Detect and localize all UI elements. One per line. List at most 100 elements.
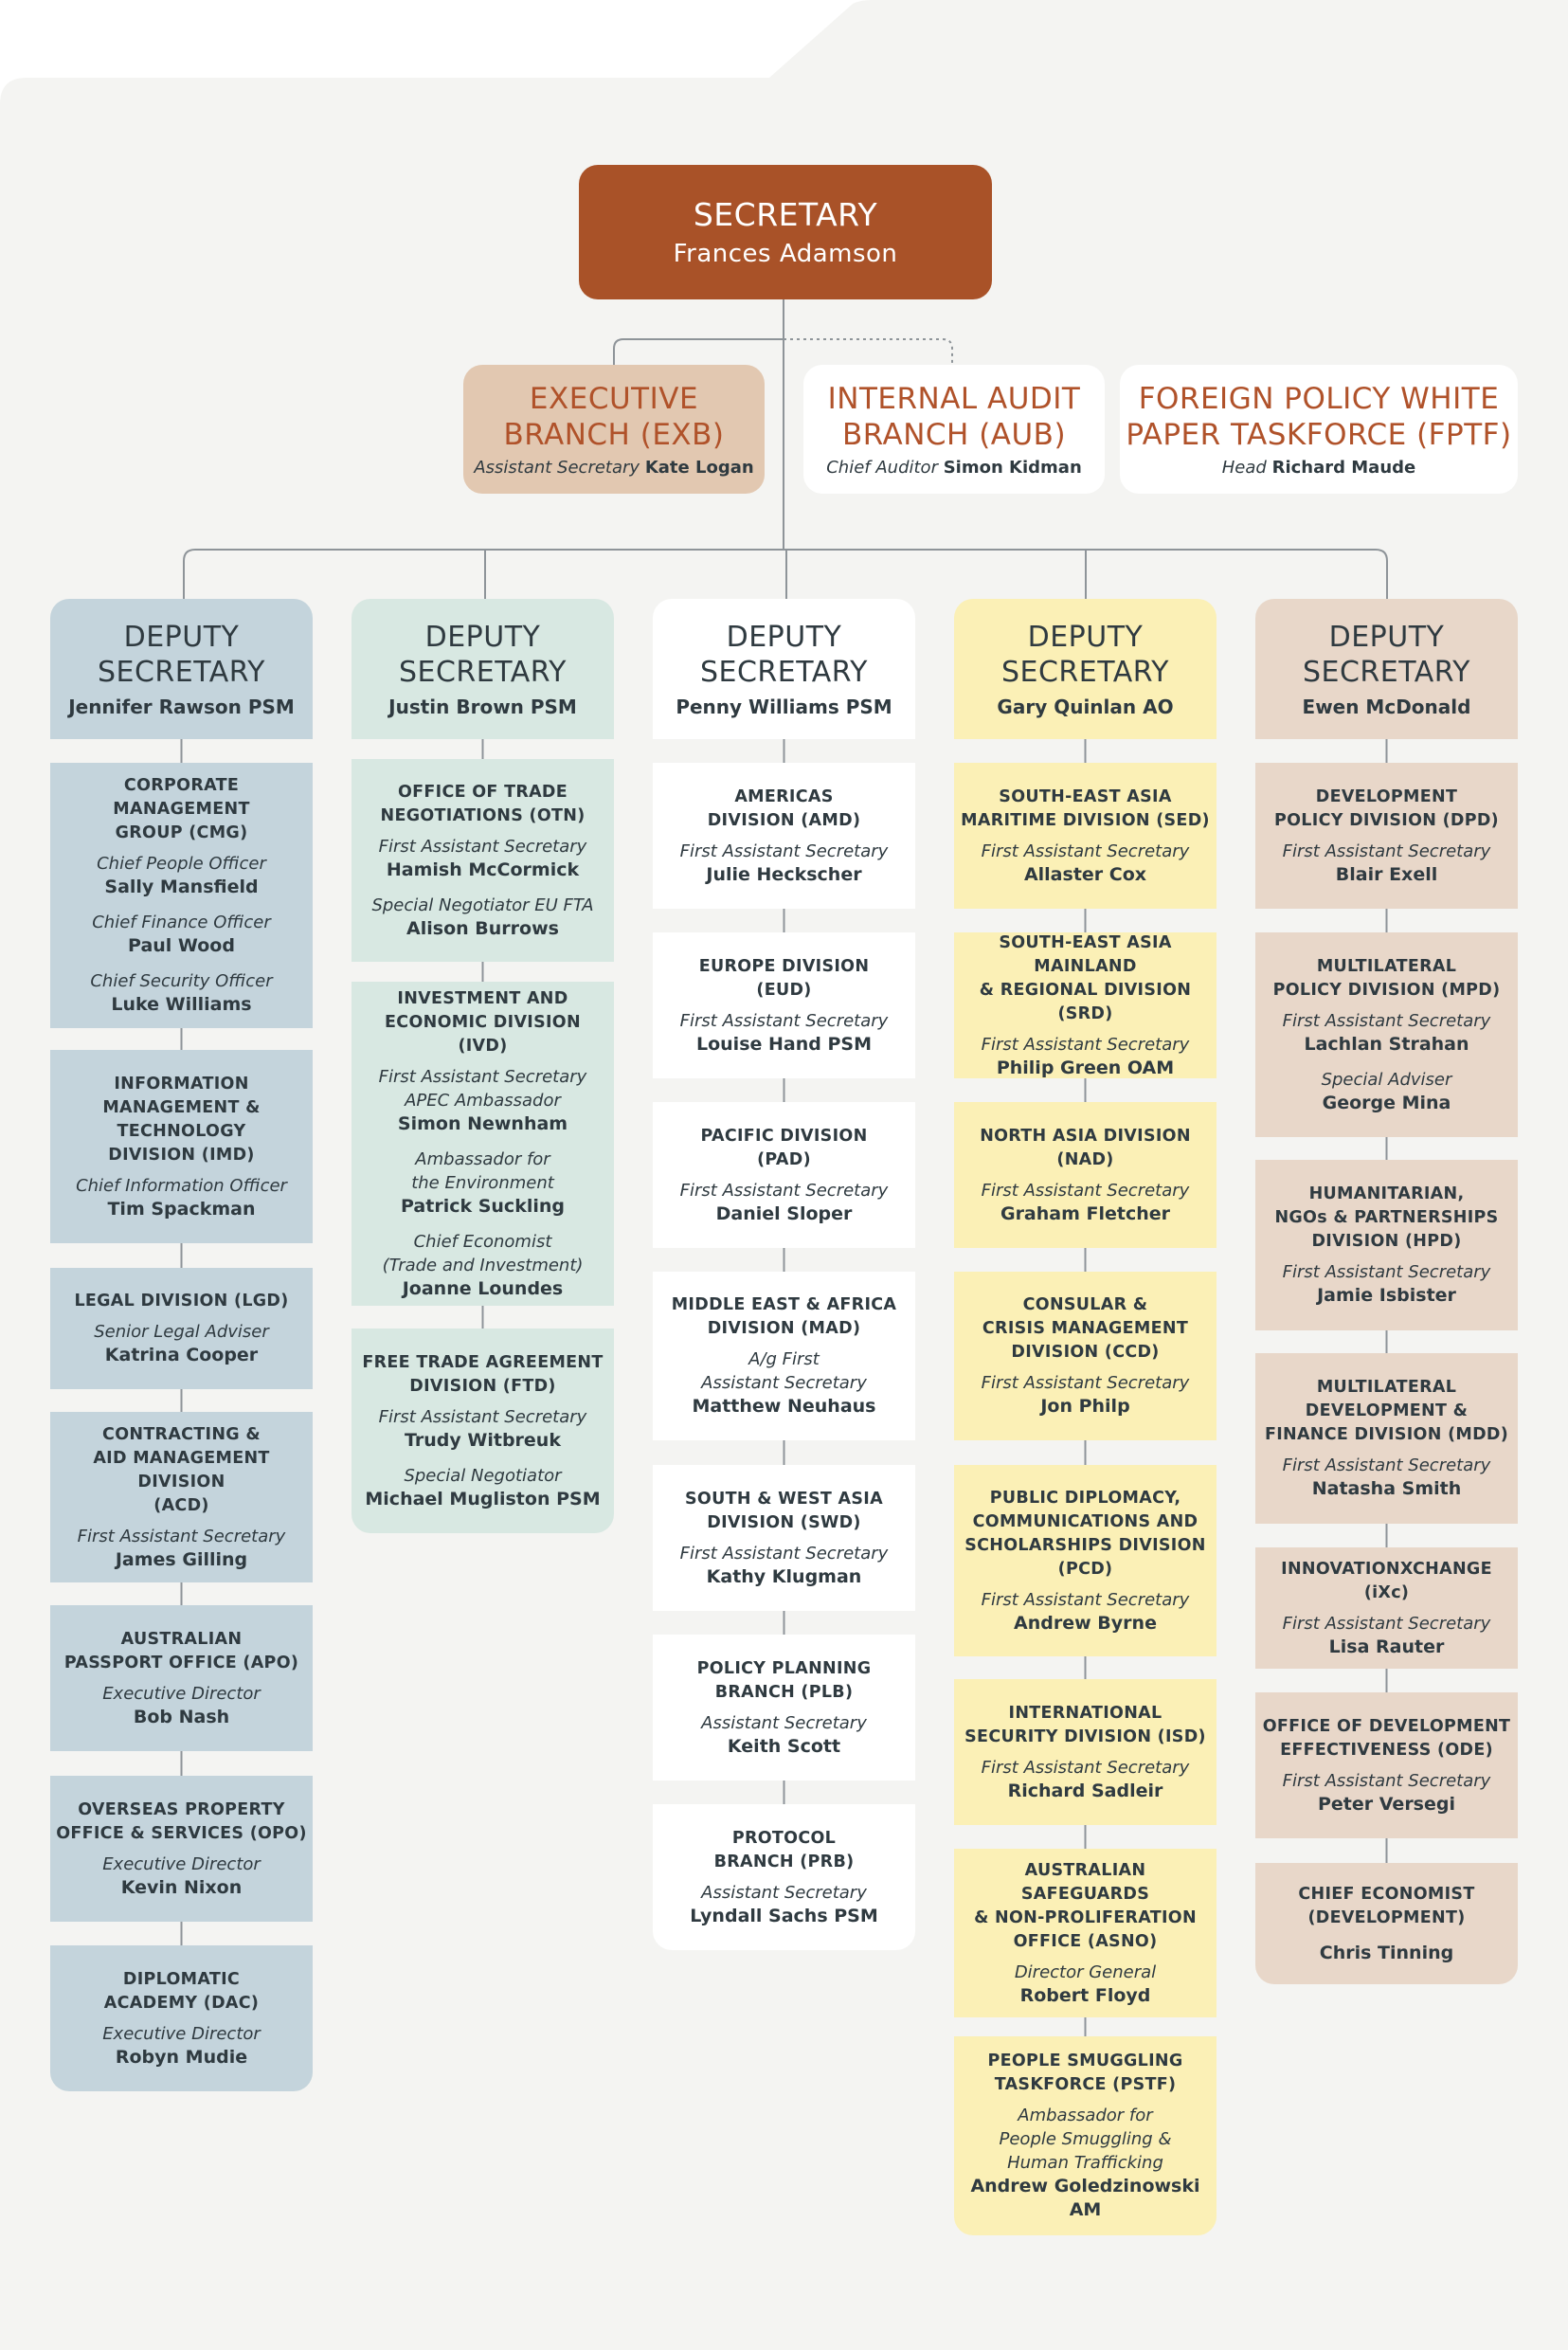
- unit-box-people-smuggling-taskforce-pstf: PEOPLE SMUGGLING TASKFORCE (PSTF) Ambassa…: [954, 2036, 1217, 2235]
- branch-title: FOREIGN POLICY WHITE PAPER TASKFORCE (FP…: [1126, 382, 1512, 452]
- person-name: Peter Versegi: [1318, 1793, 1455, 1815]
- person-name: Kathy Klugman: [706, 1565, 862, 1587]
- unit-box-consular-crisis-management-division-ccd: CONSULAR & CRISIS MANAGEMENT DIVISION (C…: [954, 1272, 1217, 1440]
- person-name: Tim Spackman: [107, 1198, 256, 1220]
- person-name: Keith Scott: [727, 1735, 841, 1757]
- unit-box-middle-east-africa-division-mad: MIDDLE EAST & AFRICA DIVISION (MAD) A/g F…: [653, 1272, 915, 1440]
- unit-title: PUBLIC DIPLOMACY, COMMUNICATIONS AND SCH…: [964, 1488, 1206, 1579]
- secretary-name: Frances Adamson: [673, 239, 898, 268]
- role-title: Assistant Secretary: [701, 1882, 867, 1903]
- role-title: Director General: [1014, 1961, 1157, 1982]
- branch-role: Assistant Secretary: [474, 458, 640, 478]
- role-title: First Assistant Secretary: [981, 841, 1190, 861]
- role-title: First Assistant Secretary: [77, 1526, 286, 1546]
- branch-person: Simon Kidman: [943, 458, 1082, 478]
- role-title: First Assistant Secretary: [679, 1543, 889, 1564]
- person-name: Trudy Witbreuk: [405, 1429, 561, 1451]
- role-title: Ambassador for People Smuggling & Human …: [999, 2106, 1172, 2173]
- role-title: Executive Director: [102, 1683, 261, 1704]
- deputy-title: DEPUTY SECRETARY: [1000, 621, 1169, 689]
- branch-person: Richard Maude: [1271, 458, 1416, 478]
- unit-title: INVESTMENT AND ECONOMIC DIVISION (IVD): [385, 988, 581, 1056]
- role-title: Special Negotiator EU FTA: [371, 895, 594, 915]
- person-name: Robyn Mudie: [115, 2046, 248, 2068]
- unit-box-development-policy-division-dpd: DEVELOPMENT POLICY DIVISION (DPD)First A…: [1255, 763, 1518, 909]
- person-name: Katrina Cooper: [104, 1345, 259, 1365]
- role-title: First Assistant Secretary: [1282, 1455, 1491, 1475]
- unit-box-policy-planning-branch-plb: POLICY PLANNING BRANCH (PLB) Assistant Se…: [653, 1635, 915, 1781]
- unit-title: NORTH ASIA DIVISION (NAD): [980, 1126, 1191, 1169]
- unit-title: DEVELOPMENT POLICY DIVISION (DPD): [1274, 786, 1499, 830]
- role-title: A/g First Assistant Secretary: [701, 1349, 867, 1393]
- unit-box-chief-economist-development: CHIEF ECONOMIST (DEVELOPMENT)Chris Tinni…: [1255, 1863, 1518, 1984]
- person-name: Allaster Cox: [1023, 863, 1147, 885]
- role-title: First Assistant Secretary: [981, 1180, 1190, 1201]
- unit-title: FREE TRADE AGREEMENT DIVISION (FTD): [362, 1352, 604, 1396]
- person-name: Paul Wood: [128, 935, 235, 956]
- deputy-title: DEPUTY SECRETARY: [398, 621, 567, 689]
- unit-box-public-diplomacy-communications-and-scho: PUBLIC DIPLOMACY, COMMUNICATIONS AND SCH…: [954, 1465, 1217, 1656]
- deputy-title: DEPUTY SECRETARY: [699, 621, 868, 689]
- role-title: Ambassador for the Environment: [411, 1148, 554, 1193]
- unit-title: MIDDLE EAST & AFRICA DIVISION (MAD): [671, 1295, 897, 1338]
- unit-title: POLICY PLANNING BRANCH (PLB): [696, 1658, 872, 1702]
- role-title: Chief People Officer: [97, 854, 266, 874]
- person-name: Richard Sadleir: [1007, 1780, 1163, 1801]
- unit-title: CORPORATE MANAGEMENT GROUP (CMG): [113, 776, 250, 842]
- unit-title: INTERNATIONAL SECURITY DIVISION (ISD): [964, 1703, 1206, 1746]
- unit-box-south-west-asia-division-swd: SOUTH & WEST ASIA DIVISION (SWD) First As…: [653, 1465, 915, 1611]
- unit-title: OVERSEAS PROPERTY OFFICE & SERVICES (OPO…: [56, 1799, 307, 1843]
- unit-box-australian-passport-office-apo: AUSTRALIAN PASSPORT OFFICE (APO)Executiv…: [50, 1605, 313, 1751]
- person-name: Chris Tinning: [1319, 1942, 1454, 1963]
- unit-title: PEOPLE SMUGGLING TASKFORCE (PSTF): [987, 2052, 1183, 2094]
- branch-role: Chief Auditor: [826, 458, 938, 478]
- unit-title: HUMANITARIAN, NGOs & PARTNERSHIPS DIVISI…: [1274, 1184, 1499, 1251]
- unit-title: SOUTH & WEST ASIA DIVISION (SWD): [685, 1489, 883, 1532]
- unit-box-diplomatic-academy-dac: DIPLOMATIC ACADEMY (DAC)Executive Direct…: [50, 1945, 313, 2091]
- person-name: Andrew Byrne: [1014, 1612, 1157, 1634]
- role-title: First Assistant Secretary: [981, 1373, 1190, 1393]
- branch-leader: Head Richard Maude: [1222, 458, 1415, 478]
- unit-title: OFFICE OF DEVELOPMENT EFFECTIVENESS (ODE…: [1262, 1716, 1511, 1760]
- person-name: Lyndall Sachs PSM: [690, 1905, 878, 1926]
- unit-box-americas-division-amd: AMERICAS DIVISION (AMD)First Assistant S…: [653, 763, 915, 909]
- branch-leader: Assistant Secretary Kate Logan: [474, 458, 753, 478]
- unit-title: AMERICAS DIVISION (AMD): [707, 786, 861, 830]
- unit-title: CONTRACTING & AID MANAGEMENT DIVISION (A…: [93, 1424, 270, 1515]
- role-title: First Assistant Secretary: [1282, 1262, 1491, 1282]
- person-name: Blair Exell: [1335, 863, 1438, 885]
- person-name: Julie Heckscher: [706, 863, 862, 885]
- unit-title: SOUTH-EAST ASIA MAINLAND & REGIONAL DIVI…: [979, 932, 1192, 1023]
- unit-title: PACIFIC DIVISION (PAD): [700, 1126, 868, 1169]
- unit-box-innovationxchange-ixc: INNOVATIONXCHANGE (iXc)First Assistant S…: [1255, 1547, 1518, 1669]
- person-name: Andrew Goledzinowski AM: [970, 2176, 1200, 2220]
- role-title: First Assistant Secretary: [679, 1010, 889, 1031]
- unit-title: OFFICE OF TRADE NEGOTIATIONS (OTN): [380, 782, 586, 825]
- person-name: Jamie Isbister: [1317, 1285, 1456, 1306]
- person-name: Daniel Sloper: [715, 1202, 853, 1224]
- unit-box-investment-and-economic-division-ivd: INVESTMENT AND ECONOMIC DIVISION (IVD) Fi…: [351, 982, 614, 1306]
- person-name: Hamish McCormick: [386, 859, 580, 880]
- role-title: Special Adviser: [1321, 1069, 1452, 1090]
- person-name: Graham Fletcher: [1000, 1202, 1171, 1224]
- unit-box-office-of-development-effectiveness-ode: OFFICE OF DEVELOPMENT EFFECTIVENESS (ODE…: [1255, 1692, 1518, 1838]
- role-title: First Assistant Secretary APEC Ambassado…: [378, 1066, 587, 1111]
- role-title: First Assistant Secretary: [679, 1180, 889, 1201]
- unit-box-south-east-asia-maritime-division-sed: SOUTH-EAST ASIA MARITIME DIVISION (SED)F…: [954, 763, 1217, 909]
- person-name: Matthew Neuhaus: [692, 1396, 876, 1417]
- deputy-name: Jennifer Rawson PSM: [68, 696, 295, 718]
- unit-box-humanitarian-ngos-partnerships-division-: HUMANITARIAN, NGOs & PARTNERSHIPS DIVISI…: [1255, 1160, 1518, 1330]
- person-name: Simon Newnham: [397, 1112, 568, 1134]
- deputy-name: Ewen McDonald: [1302, 696, 1471, 718]
- branch-leader: Chief Auditor Simon Kidman: [826, 458, 1082, 478]
- unit-title: DIPLOMATIC ACADEMY (DAC): [103, 1969, 260, 2013]
- role-title: Assistant Secretary: [701, 1712, 867, 1733]
- person-name: Patrick Suckling: [401, 1195, 565, 1217]
- role-title: Chief Security Officer: [90, 971, 273, 991]
- branch-title: EXECUTIVE BRANCH (EXB): [503, 382, 725, 452]
